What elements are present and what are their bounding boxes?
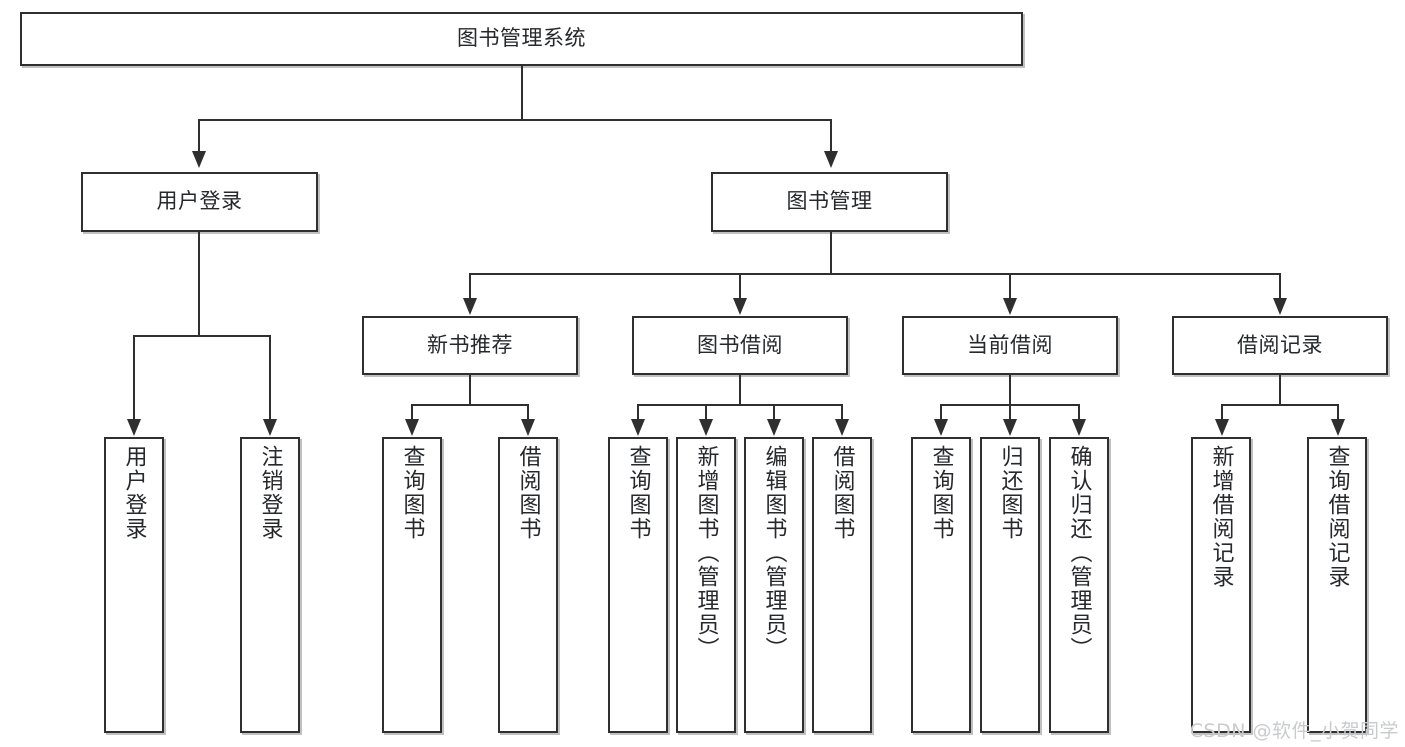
edge-level2-bus — [469, 273, 1281, 275]
node-label: 确认归还（管理员） — [1066, 445, 1092, 661]
edge-book-borrow-leaf1 — [637, 404, 639, 420]
edge-current-borrow-stem — [1009, 375, 1011, 404]
arrowhead-book-manage — [824, 151, 838, 168]
node-label: 查询借阅记录 — [1324, 445, 1350, 589]
arrowhead-current-borrow — [1003, 298, 1017, 315]
edge-borrow-record-leaf1 — [1221, 404, 1223, 420]
arrowhead-leaf-query-borrow-record — [1331, 419, 1345, 436]
node-label: 归还图书 — [997, 445, 1023, 541]
edge-user-login-leaf2 — [269, 335, 271, 420]
arrowhead-leaf-query-book-2 — [631, 419, 645, 436]
edge-to-book-manage — [830, 119, 832, 152]
arrowhead-borrow-record — [1273, 298, 1287, 315]
edge-book-manage-stem — [830, 232, 832, 273]
arrowhead-leaf-query-book-1 — [405, 419, 419, 436]
arrowhead-leaf-edit-book-admin — [767, 419, 781, 436]
arrowhead-leaf-add-book-admin — [699, 419, 713, 436]
node-label: 编辑图书（管理员） — [761, 445, 787, 661]
node-label: 图书借阅 — [697, 332, 783, 357]
node-label: 图书管理系统 — [457, 26, 586, 51]
edge-borrow-record-stem — [1279, 375, 1281, 404]
edge-new-book-leaf1 — [411, 404, 413, 420]
edge-user-login-bus — [133, 335, 270, 337]
node-label: 查询图书 — [625, 445, 651, 541]
node-label: 当前借阅 — [967, 332, 1053, 357]
edge-to-new-book-recommend — [469, 273, 471, 299]
arrowhead-leaf-query-book-3 — [934, 419, 948, 436]
node-leaf-user-login[interactable]: 用户登录 — [104, 437, 164, 733]
node-label: 借阅图书 — [515, 445, 541, 541]
node-label: 新增借阅记录 — [1208, 445, 1234, 589]
node-label: 查询图书 — [928, 445, 954, 541]
node-root-book-management-system[interactable]: 图书管理系统 — [20, 12, 1023, 66]
arrowhead-leaf-borrow-book-1 — [521, 419, 535, 436]
edge-current-borrow-leaf3 — [1078, 404, 1080, 420]
node-leaf-borrow-book-2[interactable]: 借阅图书 — [812, 437, 872, 733]
node-leaf-return-book[interactable]: 归还图书 — [980, 437, 1040, 733]
node-book-borrow[interactable]: 图书借阅 — [632, 316, 848, 375]
edge-to-current-borrow — [1009, 273, 1011, 299]
node-leaf-borrow-book-1[interactable]: 借阅图书 — [498, 437, 558, 733]
node-label: 查询图书 — [399, 445, 425, 541]
node-label: 图书管理 — [786, 189, 873, 214]
edge-book-borrow-stem — [739, 375, 741, 404]
node-leaf-confirm-return-admin[interactable]: 确认归还（管理员） — [1049, 437, 1109, 733]
node-label: 新增图书（管理员） — [693, 445, 719, 661]
node-leaf-logout-login[interactable]: 注销登录 — [240, 437, 300, 733]
node-label: 新书推荐 — [427, 332, 513, 357]
edge-book-borrow-bus — [637, 404, 843, 406]
node-current-borrow[interactable]: 当前借阅 — [902, 316, 1118, 375]
node-label: 用户登录 — [156, 189, 243, 214]
node-label: 注销登录 — [257, 445, 283, 541]
edge-new-book-bus — [411, 404, 529, 406]
arrowhead-leaf-logout-login — [263, 419, 277, 436]
edge-root-stem — [521, 66, 523, 119]
arrowhead-book-borrow — [733, 298, 747, 315]
node-new-book-recommend[interactable]: 新书推荐 — [362, 316, 578, 375]
node-label: 借阅图书 — [829, 445, 855, 541]
arrowhead-leaf-user-login — [127, 419, 141, 436]
edge-current-borrow-leaf1 — [940, 404, 942, 420]
node-leaf-query-book-1[interactable]: 查询图书 — [382, 437, 442, 733]
edge-current-borrow-leaf2 — [1009, 404, 1011, 420]
node-user-login[interactable]: 用户登录 — [81, 172, 318, 232]
arrowhead-user-login — [192, 151, 206, 168]
edge-new-book-stem — [469, 375, 471, 404]
node-label: 用户登录 — [121, 445, 147, 541]
arrowhead-leaf-add-borrow-record — [1215, 419, 1229, 436]
edge-borrow-record-bus — [1221, 404, 1339, 406]
edge-new-book-leaf2 — [527, 404, 529, 420]
edge-to-user-login — [198, 119, 200, 152]
edge-book-borrow-leaf2 — [705, 404, 707, 420]
arrowhead-new-book-recommend — [463, 298, 477, 315]
edge-user-login-stem — [198, 232, 200, 335]
edge-to-borrow-record — [1279, 273, 1281, 299]
edge-level1-bus — [198, 119, 832, 121]
edge-user-login-leaf1 — [133, 335, 135, 420]
edge-book-borrow-leaf4 — [841, 404, 843, 420]
node-book-manage[interactable]: 图书管理 — [711, 172, 948, 232]
node-leaf-query-book-2[interactable]: 查询图书 — [608, 437, 668, 733]
arrowhead-leaf-confirm-return-admin — [1072, 419, 1086, 436]
arrowhead-leaf-return-book — [1003, 419, 1017, 436]
watermark-text: CSDN @软件_小贺同学 — [1189, 720, 1399, 742]
node-leaf-query-book-3[interactable]: 查询图书 — [911, 437, 971, 733]
node-leaf-edit-book-admin[interactable]: 编辑图书（管理员） — [744, 437, 804, 733]
node-leaf-add-borrow-record[interactable]: 新增借阅记录 — [1191, 437, 1251, 733]
node-borrow-record[interactable]: 借阅记录 — [1172, 316, 1388, 375]
node-leaf-query-borrow-record[interactable]: 查询借阅记录 — [1307, 437, 1367, 733]
arrowhead-leaf-borrow-book-2 — [835, 419, 849, 436]
edge-borrow-record-leaf2 — [1337, 404, 1339, 420]
node-label: 借阅记录 — [1237, 332, 1323, 357]
edge-book-borrow-leaf3 — [773, 404, 775, 420]
edge-to-book-borrow — [739, 273, 741, 299]
node-leaf-add-book-admin[interactable]: 新增图书（管理员） — [676, 437, 736, 733]
